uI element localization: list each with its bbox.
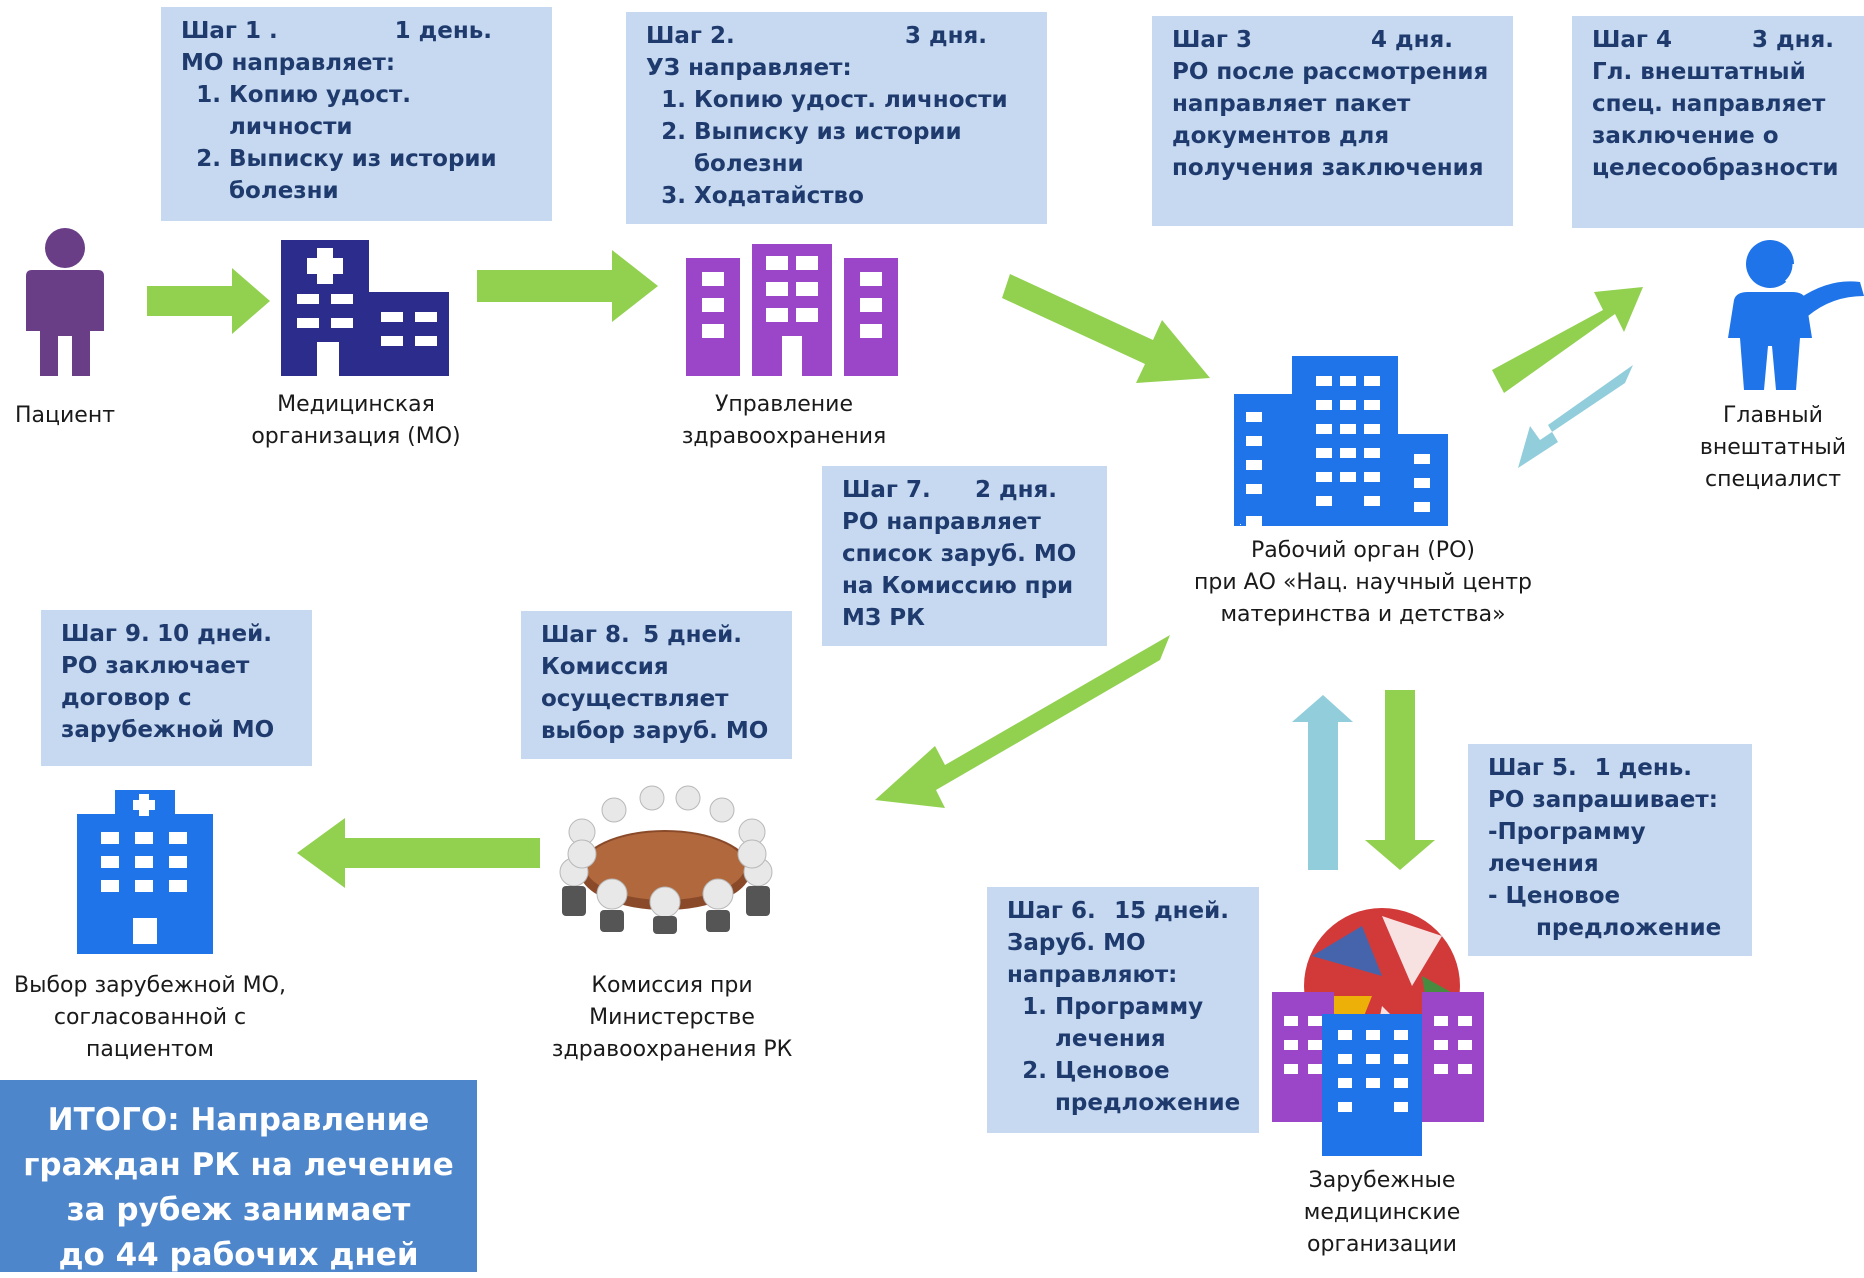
step-9-box: Шаг 9. 10 дней. РО заключает договор с за… — [41, 610, 312, 766]
step-4-body: Гл. внештатный спец. направляет заключен… — [1592, 59, 1839, 181]
working-body-label: Рабочий орган (РО) при АО «Нац. научный … — [1182, 535, 1544, 631]
patient-label: Пациент — [14, 403, 116, 428]
chief-specialist-label: Главный внештатный специалист — [1699, 403, 1847, 492]
total-line: за рубеж занимает — [66, 1192, 411, 1228]
arrow-uz-to-ro — [1002, 274, 1210, 383]
step-5-line: -Программу лечения — [1488, 819, 1646, 877]
arrow-ro-to-specialist — [1492, 287, 1643, 393]
step-7-box: Шаг 7. 2 дня. РО направляет список заруб.… — [822, 466, 1107, 646]
health-department-building-icon — [686, 244, 898, 376]
step-2-item: Ходатайство — [694, 180, 1027, 212]
step-5-line: предложение — [1536, 915, 1722, 941]
foreign-mo-choice-label: Выбор зарубежной МО, согласованной с пац… — [14, 973, 286, 1062]
arrow-ro-to-commission — [875, 635, 1170, 808]
step-8-body: Комиссия осуществляет выбор заруб. МО — [541, 654, 769, 744]
foreign-clinic-icon — [77, 790, 213, 954]
commission-meeting-icon — [559, 785, 773, 934]
step-8-days: 5 дней. — [643, 622, 742, 648]
step-2-body: УЗ направляет: — [646, 55, 852, 81]
step-4-box: Шаг 4 3 дня. Гл. внештатный спец. направл… — [1572, 16, 1864, 228]
step-3-body: РО после рассмотрения направляет пакет д… — [1172, 59, 1489, 181]
step-5-days: 1 день. — [1594, 755, 1692, 781]
step-3-days: 4 дня. — [1371, 27, 1453, 53]
total-line: до 44 рабочих дней — [58, 1237, 419, 1273]
step-5-title: Шаг 5. — [1488, 755, 1577, 781]
step-6-item: Программу лечения — [1055, 991, 1239, 1055]
total-summary-box: ИТОГО: Направление граждан РК на лечение… — [0, 1080, 477, 1273]
working-body-label-line: при АО «Нац. научный центр — [1193, 570, 1533, 595]
step-5-line: - Ценовое — [1488, 883, 1621, 909]
foreign-medical-organizations-globe-icon — [1272, 908, 1484, 1156]
step-5-body: РО запрашивает: — [1488, 787, 1718, 813]
total-line: граждан РК на лечение — [23, 1147, 454, 1183]
step-9-days: 10 дней. — [157, 621, 272, 647]
step-2-box: Шаг 2. 3 дня. УЗ направляет: Копию удост.… — [626, 12, 1047, 224]
step-5-box: Шаг 5. 1 день. РО запрашивает: -Программу… — [1468, 744, 1752, 956]
step-2-title: Шаг 2. — [646, 23, 735, 49]
medical-organization-icon — [281, 240, 449, 376]
step-3-box: Шаг 3 4 дня. РО после рассмотрения направ… — [1152, 16, 1513, 226]
step-2-days: 3 дня. — [905, 23, 987, 49]
step-6-box: Шаг 6. 15 дней. Заруб. МО направляют: Про… — [987, 887, 1259, 1133]
step-2-item: Копию удост. личности — [694, 84, 1027, 116]
arrow-ro-to-foreign — [1365, 690, 1435, 870]
step-9-title: Шаг 9. — [61, 621, 150, 647]
step-2-item: Выписку из истории болезни — [694, 116, 1027, 180]
arrow-specialist-to-ro — [1518, 365, 1633, 468]
step-1-body: МО направляет: — [181, 50, 396, 76]
step-6-item: Ценовое предложение — [1055, 1055, 1240, 1119]
step-1-item: Копию удост. личности — [229, 79, 532, 143]
patient-person-icon — [26, 228, 104, 376]
doctor-stethoscope-icon — [1728, 238, 1864, 390]
step-7-body: РО направляет список заруб. МО на Комисс… — [842, 509, 1077, 631]
total-line: ИТОГО: Направление — [47, 1102, 430, 1138]
step-6-days: 15 дней. — [1114, 898, 1229, 924]
step-7-days: 2 дня. — [975, 477, 1057, 503]
health-department-label: Управление здравоохранения — [681, 392, 887, 449]
step-1-item: Выписку из истории болезни — [229, 143, 532, 207]
arrow-patient-to-mo — [147, 268, 270, 334]
working-body-building-icon — [1234, 356, 1448, 526]
step-9-body: РО заключает договор с зарубежной МО — [61, 653, 275, 743]
arrow-mo-to-uz — [477, 250, 658, 322]
step-1-title: Шаг 1 . — [181, 18, 278, 44]
step-7-title: Шаг 7. — [842, 477, 931, 503]
working-body-label-line: материнства и детства» — [1220, 602, 1506, 627]
foreign-medical-organizations-label: Зарубежные медицинские организации — [1303, 1168, 1461, 1257]
arrow-foreign-to-ro — [1292, 695, 1353, 870]
arrow-commission-to-choice — [297, 818, 540, 888]
step-4-title: Шаг 4 — [1592, 27, 1672, 53]
step-3-title: Шаг 3 — [1172, 27, 1252, 53]
step-1-box: Шаг 1 . 1 день. МО направляет: Копию удос… — [161, 7, 552, 221]
step-1-days: 1 день. — [394, 18, 492, 44]
step-6-body: Заруб. МО направляют: — [1007, 930, 1178, 988]
step-6-title: Шаг 6. — [1007, 898, 1096, 924]
working-body-label-line: Рабочий орган (РО) — [1251, 538, 1475, 563]
commission-label: Комиссия при Министерстве здравоохранени… — [551, 973, 793, 1062]
step-4-days: 3 дня. — [1752, 27, 1834, 53]
medical-organization-label: Медицинская организация (МО) — [251, 392, 461, 449]
step-8-box: Шаг 8. 5 дней. Комиссия осуществляет выбо… — [521, 611, 792, 759]
step-8-title: Шаг 8. — [541, 622, 630, 648]
